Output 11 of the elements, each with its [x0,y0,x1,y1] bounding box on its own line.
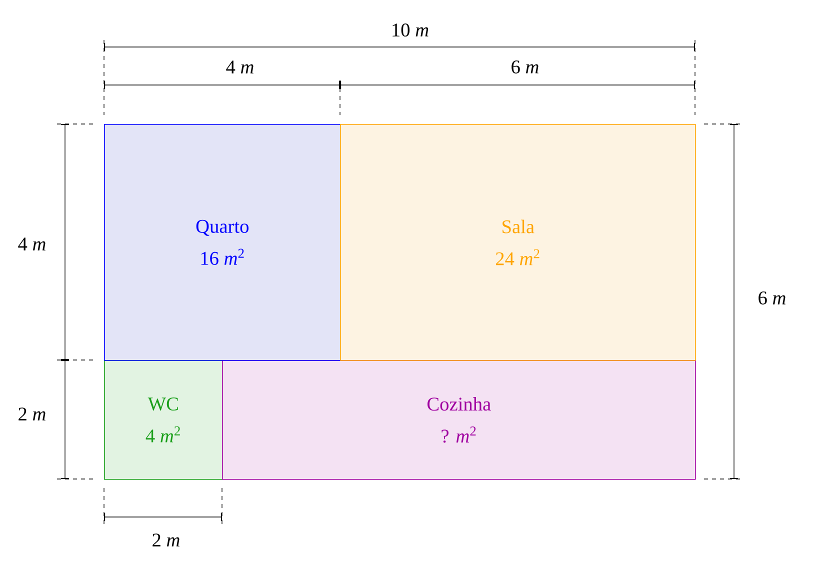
room: WC 4 m$^{2}$ [104,360,223,480]
room: Quarto 16 m$^{2}$ [104,124,341,361]
dimension-label: 4 m [226,60,254,74]
dimension-label: 4 m [18,238,46,250]
dimension-label: 2 m [18,408,46,420]
room: Cozinha ? m$^{2}$ [222,360,696,480]
room: Sala 24 m$^{2}$ [340,124,696,361]
dimension-label: 6 m [512,60,538,74]
dimension-label: 2 m [152,534,180,546]
dimension-label: 10 m [392,23,428,37]
dimension-label: 6 m [758,292,786,304]
